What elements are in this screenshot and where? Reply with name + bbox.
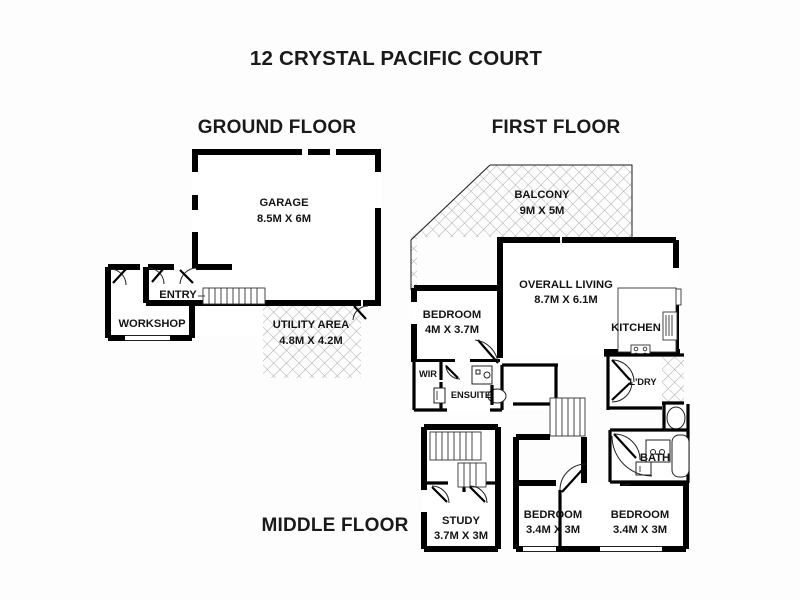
balcony-outline-diag (410, 164, 491, 290)
bedroom1-door-leaf (477, 339, 499, 364)
label-balcony-name: BALCONY (514, 189, 570, 201)
balcony-hatch-edge (411, 237, 417, 290)
label-wir-name: WIR (419, 369, 437, 379)
entry-door-leaf-2 (179, 269, 194, 284)
label-ldry-name: L'DRY (629, 377, 657, 387)
label-living-dims: 8.7M X 6.1M (534, 294, 597, 306)
study-stair-upper-treads (435, 432, 473, 460)
label-study-name: STUDY (442, 515, 480, 527)
label-entry-name: ENTRY (159, 289, 197, 301)
bath-door-arc (613, 433, 641, 461)
heading-middle-floor: MIDDLE FLOOR (262, 515, 409, 536)
first-floor-plan: BALCONY 9M X 5M OVERALL LIVING 8.7M X 6.… (410, 164, 690, 430)
study-door-leaf-1 (431, 486, 448, 503)
balcony-outline-top (490, 164, 633, 243)
label-utility-name: UTILITY AREA (273, 319, 349, 331)
label-balcony-dims: 9M X 5M (520, 205, 565, 217)
entry-door-leaf-1 (151, 267, 165, 283)
label-ensuite-name: ENSUITE (451, 390, 491, 400)
ground-floor-plan: GARAGE 8.5M X 6M ENTRY WORKSHOP UTILITY … (105, 149, 381, 378)
label-bedroom3-name: BEDROOM (611, 509, 669, 521)
middle-floor-plan: STUDY 3.7M X 3M BEDROOM 3.4M X 3M BEDROO… (421, 397, 690, 552)
lower-bedrooms-floor (516, 483, 686, 549)
label-bedroom2-dims: 3.4M X 3M (526, 524, 580, 536)
bath-shower-drain (650, 449, 656, 455)
label-bedroom1-name: BEDROOM (423, 309, 481, 321)
study-door-arc-2 (469, 485, 488, 504)
ensuite-basin (433, 387, 446, 404)
label-bath-name: BATH (640, 452, 670, 464)
bedroom2-door-leaf (561, 469, 583, 493)
study-stair-lower (457, 462, 487, 488)
label-study-dims: 3.7M X 3M (434, 530, 488, 542)
study-door-arc-1 (431, 485, 450, 504)
bath-door-leaf (613, 433, 637, 459)
study-stair-lower-treads (463, 463, 477, 487)
ensuite-shower-tap (475, 369, 481, 375)
label-bedroom3-dims: 3.4M X 3M (613, 524, 667, 536)
wc-toilet (666, 406, 686, 430)
utility-area-hatch (263, 303, 361, 378)
label-bedroom2-name: BEDROOM (524, 509, 582, 521)
ensuite-shower-drain (483, 371, 491, 379)
label-garage-dims: 8.5M X 6M (257, 213, 311, 225)
balcony-hatch-diag (414, 165, 490, 240)
bedroom1-floor (414, 288, 504, 361)
label-utility-dims: 4.8M X 4.2M (279, 335, 342, 347)
bath-shower (645, 439, 671, 463)
ground-stair-treads (208, 288, 258, 304)
label-garage-name: GARAGE (259, 197, 309, 209)
bath-shower-tap (659, 449, 665, 455)
bedroom1-door-arc (474, 339, 499, 364)
page-title: 12 CRYSTAL PACIFIC COURT (250, 47, 542, 70)
bedroom2-door-arc (559, 463, 587, 491)
laundry-door-arc-1 (611, 359, 635, 383)
wir-door-leaf (445, 365, 459, 379)
label-kitchen-name: KITCHEN (611, 322, 661, 334)
workshop-door-leaf (112, 268, 127, 284)
label-living-name: OVERALL LIVING (519, 279, 613, 291)
heading-first-floor: FIRST FLOOR (492, 117, 621, 138)
laundry-door-leaf-2 (611, 382, 631, 401)
hall-door-arc (611, 435, 653, 477)
bath-tub (671, 434, 690, 478)
side-porch-hatch (662, 355, 684, 403)
study-door-leaf-2 (469, 486, 486, 503)
label-bedroom1-dims: 4M X 3.7M (425, 324, 479, 336)
heading-ground-floor: GROUND FLOOR (198, 117, 357, 138)
kitchen-appliance (662, 311, 678, 341)
utility-door-leaf (353, 305, 367, 320)
kitchen-appliance-lines (665, 315, 673, 336)
entry-door-arc-2 (179, 267, 197, 285)
study-stair-upper (429, 431, 482, 461)
laundry-door-leaf-1 (611, 359, 631, 381)
ground-stair-body (202, 287, 266, 305)
laundry-door-arc-2 (611, 381, 633, 403)
label-workshop-name: WORKSHOP (118, 318, 186, 330)
middle-stair-treads (555, 398, 581, 436)
